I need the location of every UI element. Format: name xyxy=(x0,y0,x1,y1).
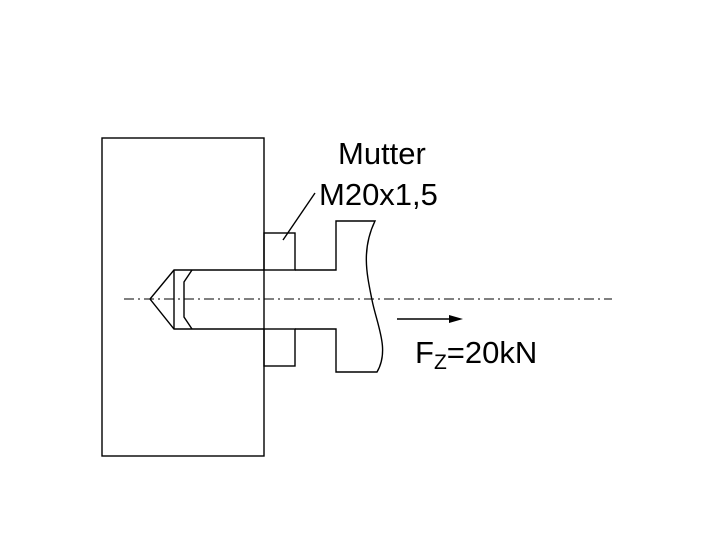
nut-leader-line xyxy=(282,192,316,241)
force-arrow-head xyxy=(449,315,463,323)
nut-label-line-2: M20x1,5 xyxy=(319,177,438,212)
nut-label-line-1: Mutter xyxy=(338,136,426,171)
force-value: =20kN xyxy=(446,335,538,370)
force-label: FZ=20kN xyxy=(415,335,538,373)
force-subscript: Z xyxy=(433,351,447,374)
force-symbol: F xyxy=(415,335,434,370)
bolt-body xyxy=(295,220,384,373)
base-plate xyxy=(101,137,265,457)
nut-lower xyxy=(263,328,296,367)
nut-upper xyxy=(263,232,296,271)
